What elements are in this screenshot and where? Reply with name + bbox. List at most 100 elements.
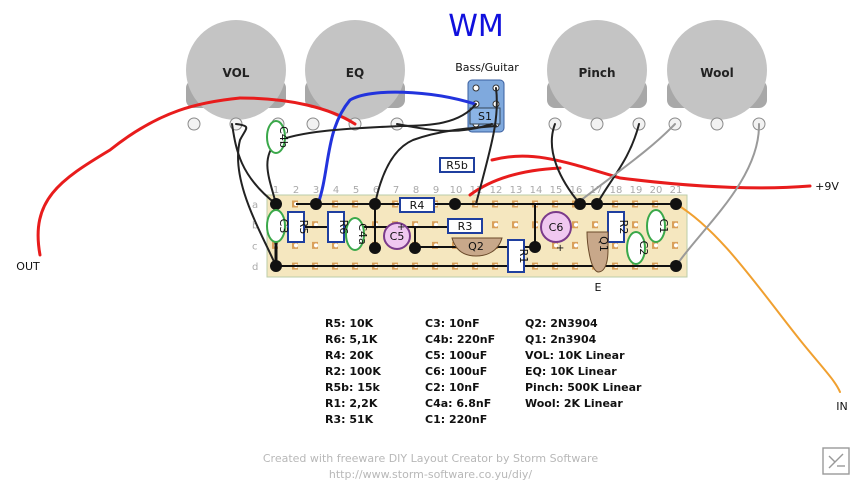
- label-r1: R1: [517, 249, 530, 264]
- label-in: IN: [836, 400, 847, 413]
- label-supply: +9V: [815, 180, 839, 193]
- label-r5: R5: [297, 220, 310, 235]
- row-label-a: a: [252, 200, 258, 211]
- polarity-plus-c5: +: [397, 222, 405, 233]
- bom-item: R3: 51K: [325, 413, 374, 426]
- column-label-10: 10: [450, 185, 463, 196]
- column-label-16: 16: [570, 185, 583, 196]
- column-label-2: 2: [293, 185, 299, 196]
- bom-item: R4: 20K: [325, 349, 374, 362]
- switch-s1[interactable]: S1: [467, 79, 505, 133]
- label-c4b: C4b: [277, 126, 290, 148]
- wires: [36, 87, 841, 393]
- hole: [494, 222, 498, 227]
- row-label-d: d: [252, 262, 258, 273]
- label-r3: R3: [458, 220, 473, 233]
- hole: [434, 222, 438, 227]
- bom-item: EQ: 10K Linear: [525, 365, 617, 378]
- bom-item: Wool: 2K Linear: [525, 397, 623, 410]
- hole: [294, 243, 298, 248]
- hole: [574, 222, 578, 227]
- bom-semis-pots: Q2: 2N3904 Q1: 2n3904 VOL: 10K Linear EQ…: [525, 316, 641, 412]
- column-label-19: 19: [630, 185, 643, 196]
- diy-logo: [822, 447, 850, 475]
- bom-item: C6: 100uF: [425, 365, 488, 378]
- bom-item: R5: 10K: [325, 317, 374, 330]
- diagram-title: WM: [448, 9, 504, 44]
- hole: [334, 243, 338, 248]
- column-label-3: 3: [313, 185, 319, 196]
- bom-item: Pinch: 500K Linear: [525, 381, 642, 394]
- label-e: E: [595, 281, 602, 294]
- hole: [314, 243, 318, 248]
- column-label-12: 12: [490, 185, 503, 196]
- label-r4: R4: [410, 199, 425, 212]
- column-label-9: 9: [433, 185, 439, 196]
- bom-item: R6: 5,1K: [325, 333, 378, 346]
- column-label-17: 17: [590, 185, 603, 196]
- column-label-18: 18: [610, 185, 623, 196]
- label-out: OUT: [16, 260, 40, 273]
- bom-item: R1: 2,2K: [325, 397, 378, 410]
- hole: [414, 222, 418, 227]
- pot-vol[interactable]: VOL: [186, 20, 286, 131]
- column-label-8: 8: [413, 185, 419, 196]
- column-label-5: 5: [353, 185, 359, 196]
- label-c5: C5: [390, 230, 405, 243]
- hole: [674, 222, 678, 227]
- bom-capacitors: C3: 10nF C4b: 220nF C5: 100uF C6: 100uF …: [425, 316, 495, 428]
- bom-item: Q2: 2N3904: [525, 317, 598, 330]
- bom-item: C5: 100uF: [425, 349, 488, 362]
- column-label-7: 7: [393, 185, 399, 196]
- hole: [654, 243, 658, 248]
- hole: [574, 243, 578, 248]
- column-label-6: 6: [373, 185, 379, 196]
- polarity-plus-c6: +: [556, 243, 564, 254]
- label-c4a: C4a: [356, 223, 369, 244]
- bom-item: R2: 100K: [325, 365, 381, 378]
- board-components: [266, 120, 682, 273]
- bom-item: C2: 10nF: [425, 381, 480, 394]
- pot-vol-label: VOL: [223, 66, 250, 80]
- hole: [634, 222, 638, 227]
- row-label-c: c: [252, 241, 258, 252]
- hole: [554, 243, 558, 248]
- column-label-14: 14: [530, 185, 543, 196]
- label-q2: Q2: [468, 240, 484, 253]
- bom-item: C3: 10nF: [425, 317, 480, 330]
- label-r6: R6: [337, 220, 350, 235]
- column-label-20: 20: [650, 185, 663, 196]
- label-c2: C2: [637, 241, 650, 256]
- bom-item: VOL: 10K Linear: [525, 349, 625, 362]
- label-q1: Q1: [597, 236, 610, 252]
- column-label-15: 15: [550, 185, 563, 196]
- column-label-1: 1: [273, 185, 279, 196]
- label-c3: C3: [277, 219, 290, 234]
- bom-item: C4a: 6.8nF: [425, 397, 492, 410]
- column-label-21: 21: [670, 185, 683, 196]
- bom-item: R5b: 15k: [325, 381, 380, 394]
- hole: [594, 222, 598, 227]
- pot-wool-label: Wool: [700, 66, 733, 80]
- footer-url: http://www.storm-software.co.yu/diy/: [328, 468, 533, 481]
- label-c6: C6: [549, 221, 564, 234]
- switch-caption: Bass/Guitar: [455, 61, 519, 74]
- hole: [614, 243, 618, 248]
- bom-resistors: R5: 10K R6: 5,1K R4: 20K R2: 100K R5b: 1…: [325, 316, 381, 428]
- pot-eq-label: EQ: [346, 66, 364, 80]
- label-c1: C1: [657, 219, 670, 234]
- label-r2: R2: [617, 220, 630, 235]
- bom-item: Q1: 2n3904: [525, 333, 597, 346]
- pot-pinch-label: Pinch: [578, 66, 615, 80]
- switch-ref: S1: [478, 110, 492, 123]
- component-labels: R5 R6 R4 R3 R1 R2 R5b C3 C4a C5 C6 C2 C1…: [277, 126, 670, 263]
- bom-item: C1: 220nF: [425, 413, 488, 426]
- pot-wool[interactable]: Wool: [667, 20, 767, 131]
- hole: [314, 222, 318, 227]
- pot-eq[interactable]: EQ: [305, 20, 405, 131]
- pot-pinch[interactable]: Pinch: [547, 20, 647, 131]
- label-r5b: R5b: [446, 159, 468, 172]
